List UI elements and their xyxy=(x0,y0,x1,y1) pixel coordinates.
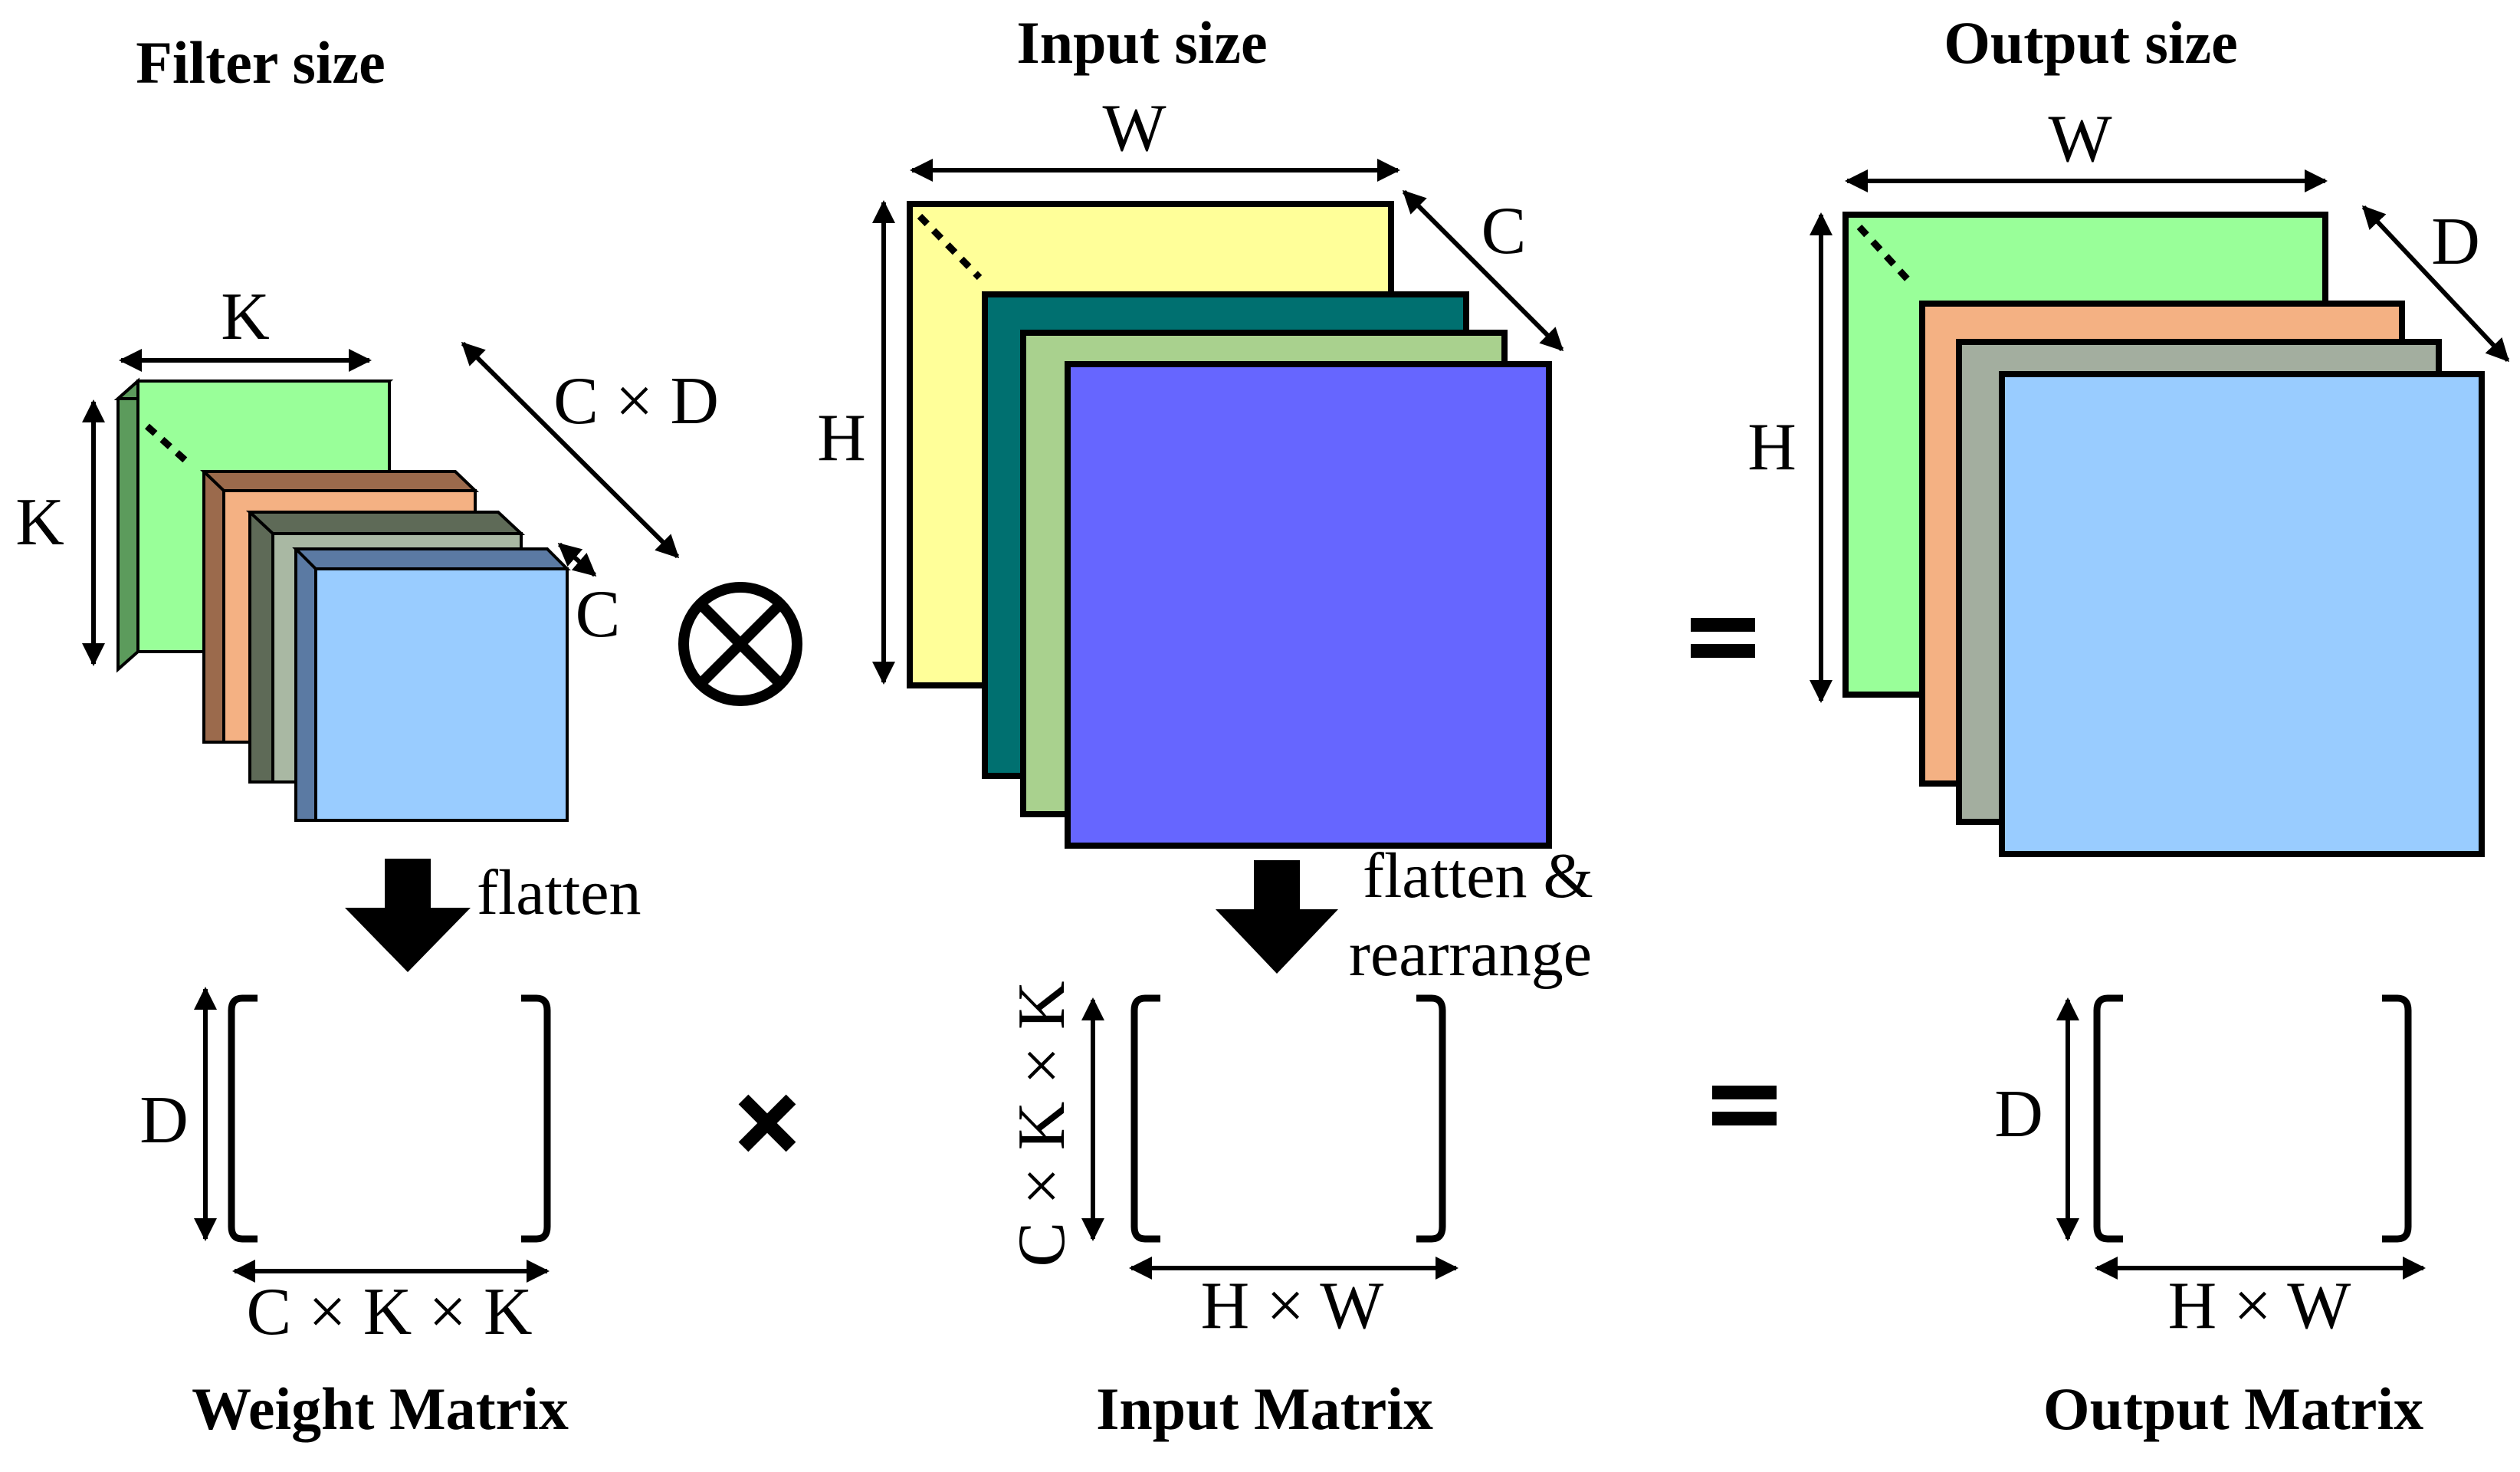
filter-count-arrow xyxy=(461,341,680,559)
filter-depth-label: C xyxy=(576,577,621,652)
filter-size-heading: Filter size xyxy=(136,29,386,96)
input-diagonal-dots xyxy=(917,213,983,281)
output-matrix-rows-label: D xyxy=(1994,1077,2043,1152)
output-stack xyxy=(1842,212,2485,857)
input-height-label: H xyxy=(817,401,866,475)
input-depth-label: C xyxy=(1481,194,1527,268)
output-matrix-right-bracket xyxy=(2382,994,2412,1243)
input-width-label: W xyxy=(1102,91,1166,166)
filter-count-label: C × D xyxy=(553,364,719,439)
input-depth-arrow xyxy=(1402,189,1564,352)
output-height-label: H xyxy=(1747,410,1796,485)
input-matrix-rows-label: C × K × K xyxy=(1005,981,1079,1267)
output-diagonal-dots xyxy=(1856,224,1916,288)
equals-operator-bottom xyxy=(1712,1086,1777,1125)
input-matrix xyxy=(1130,994,1446,1243)
output-plate-4 xyxy=(1999,371,2485,857)
input-matrix-right-bracket xyxy=(1416,994,1446,1243)
weight-matrix-rows-label: D xyxy=(139,1083,189,1158)
input-size-heading: Input size xyxy=(1016,9,1267,76)
weight-matrix xyxy=(228,994,551,1243)
weight-matrix-title: Weight Matrix xyxy=(192,1375,569,1442)
input-plate-4 xyxy=(1065,361,1552,849)
filter-box-4 xyxy=(292,547,571,822)
weight-matrix-left-bracket xyxy=(228,994,258,1243)
filter-stack xyxy=(113,377,571,822)
output-size-heading: Output size xyxy=(1944,9,2238,76)
filter-diagonal-dots xyxy=(145,423,191,466)
input-matrix-title: Input Matrix xyxy=(1096,1375,1433,1442)
weight-matrix-right-bracket xyxy=(521,994,551,1243)
flatten-rearrange-label-line1: flatten & xyxy=(1363,840,1593,912)
filter-height-label: K xyxy=(15,485,64,560)
output-depth-label: D xyxy=(2431,205,2480,279)
filter-depth-arrow xyxy=(557,542,597,577)
flatten-rearrange-down-arrow xyxy=(1216,860,1338,974)
output-matrix xyxy=(2093,994,2412,1243)
output-matrix-left-bracket xyxy=(2093,994,2123,1243)
flatten-rearrange-label-line2: rearrange xyxy=(1349,918,1592,990)
convolution-operator xyxy=(678,582,802,706)
output-width-label: W xyxy=(2048,102,2111,176)
weight-matrix-cols-label: C × K × K xyxy=(246,1275,532,1349)
output-depth-arrow xyxy=(2361,205,2510,363)
input-matrix-cols-label: H × W xyxy=(1201,1269,1384,1343)
output-matrix-cols-label: H × W xyxy=(2168,1269,2351,1343)
input-matrix-left-bracket xyxy=(1130,994,1160,1243)
filter-width-label: K xyxy=(221,280,270,354)
flatten-down-arrow xyxy=(345,859,471,972)
flatten-label: flatten xyxy=(477,857,641,928)
equals-operator-top xyxy=(1691,618,1755,658)
input-stack xyxy=(907,201,1552,849)
output-matrix-title: Output Matrix xyxy=(2043,1375,2423,1442)
multiply-operator xyxy=(738,1094,796,1152)
